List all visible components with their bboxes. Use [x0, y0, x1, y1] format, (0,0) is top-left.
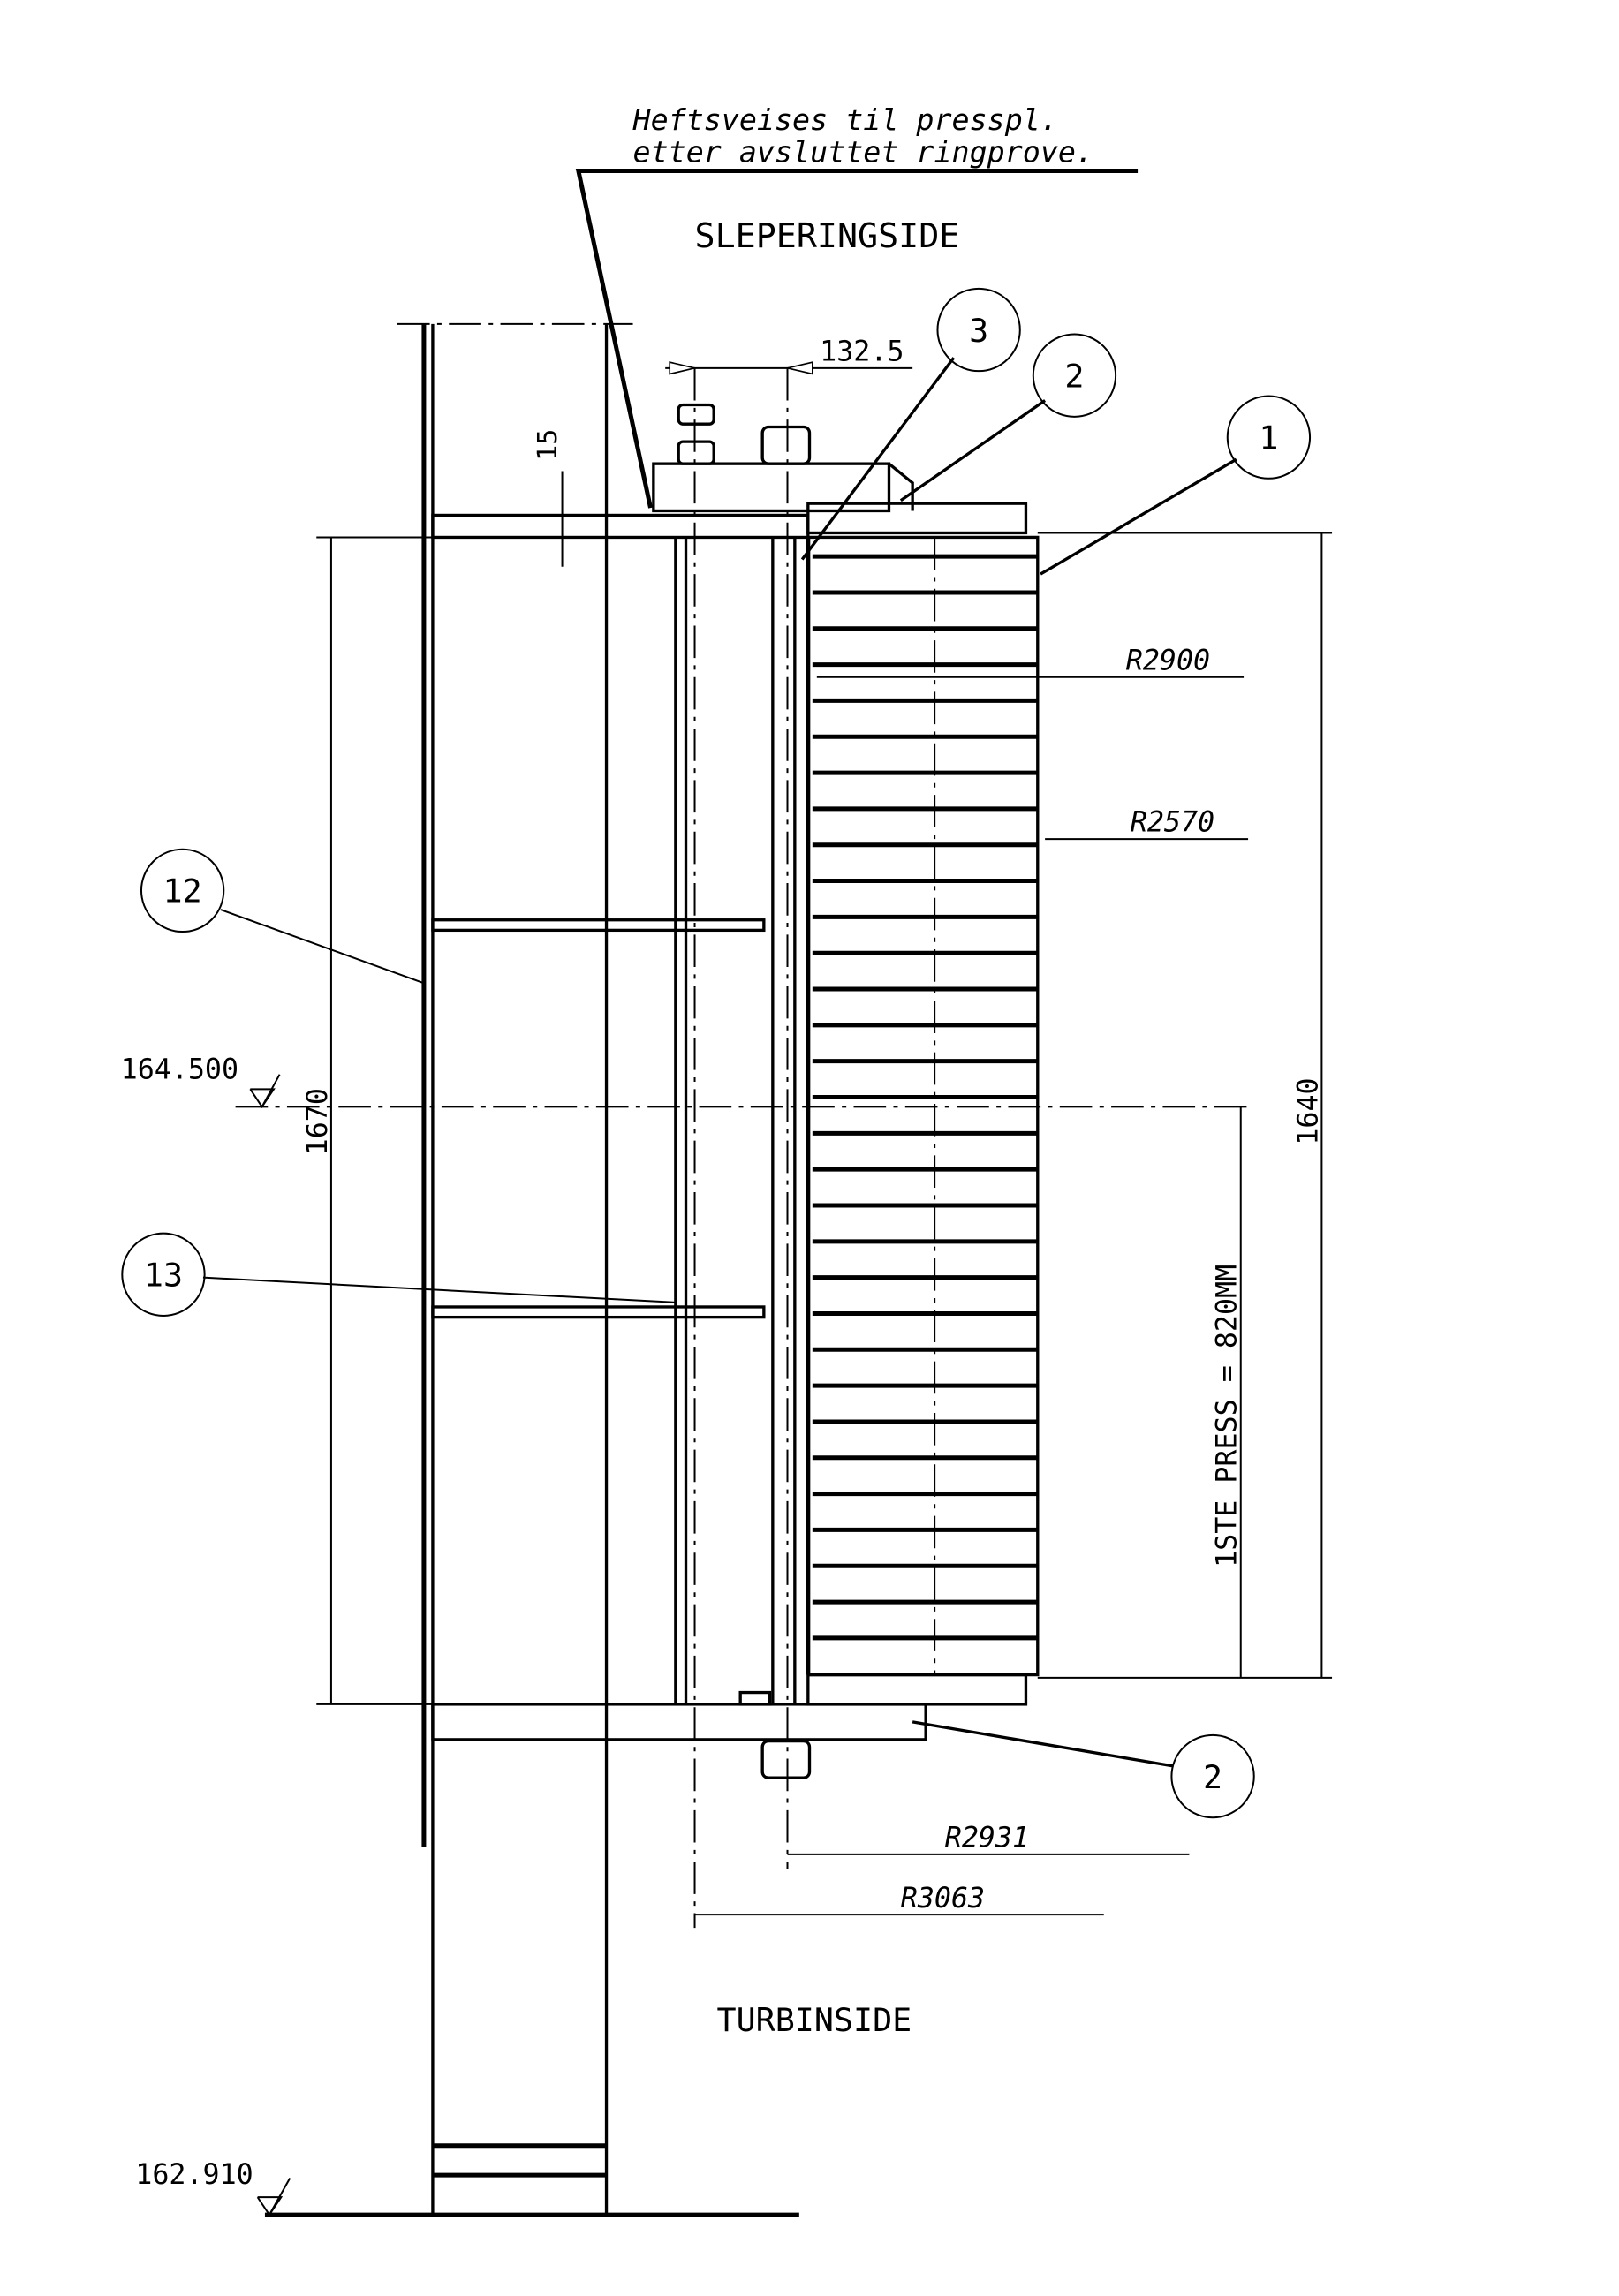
radius-labels: R2900 R2570 R2931 R3063: [694, 645, 1249, 1916]
svg-text:164.500: 164.500: [121, 1054, 238, 1086]
svg-text:162.910: 162.910: [135, 2159, 253, 2191]
balloon-2-top: 2: [899, 333, 1117, 502]
svg-text:2: 2: [1064, 357, 1084, 395]
balloon-13: 13: [121, 1232, 677, 1317]
dim-bolt-spacing: 132.5: [665, 336, 913, 375]
svg-text:1STE PRESS = 820MM: 1STE PRESS = 820MM: [1212, 1265, 1244, 1567]
dim-132-5: 132.5: [820, 336, 904, 367]
svg-text:1: 1: [1259, 419, 1278, 457]
svg-text:R2900: R2900: [1126, 645, 1210, 676]
svg-text:12: 12: [163, 872, 202, 910]
svg-text:R3063: R3063: [901, 1883, 985, 1915]
svg-text:13: 13: [144, 1257, 183, 1295]
note-line-1: Heftsveises til presspl.: [632, 102, 1058, 137]
note-line-2: etter avsluttet ringprove.: [633, 135, 1093, 170]
elevation-center: 164.500: [121, 1054, 281, 1109]
elevation-floor: 162.910: [135, 2159, 291, 2217]
dim-first-press: 1STE PRESS = 820MM: [1212, 1106, 1244, 1678]
svg-text:R2931: R2931: [945, 1823, 1029, 1854]
balloon-1: 1: [1040, 395, 1312, 576]
housing-wall: [264, 322, 799, 2217]
dim-1670: 1670: [302, 536, 433, 1705]
svg-text:1670: 1670: [302, 1088, 334, 1155]
dim-15: 15: [533, 429, 564, 461]
svg-text:3: 3: [969, 312, 988, 350]
note-leader: [575, 169, 1139, 509]
press-plates: [431, 462, 1028, 1741]
svg-text:R2570: R2570: [1131, 807, 1214, 839]
svg-text:1640: 1640: [1292, 1077, 1324, 1144]
balloon-12: 12: [140, 848, 425, 985]
bottom-side-label: TURBINSIDE: [717, 2001, 912, 2039]
dim-1640: 1640: [1037, 532, 1333, 1679]
top-side-label: SLEPERINGSIDE: [695, 216, 960, 256]
balloon-3: 3: [800, 287, 1021, 561]
dim-plate-thickness: 15: [533, 429, 564, 567]
svg-text:2: 2: [1203, 1758, 1222, 1796]
weld-note: Heftsveises til presspl. etter avsluttet…: [575, 102, 1139, 509]
balloon-2-bottom: 2: [912, 1720, 1255, 1819]
